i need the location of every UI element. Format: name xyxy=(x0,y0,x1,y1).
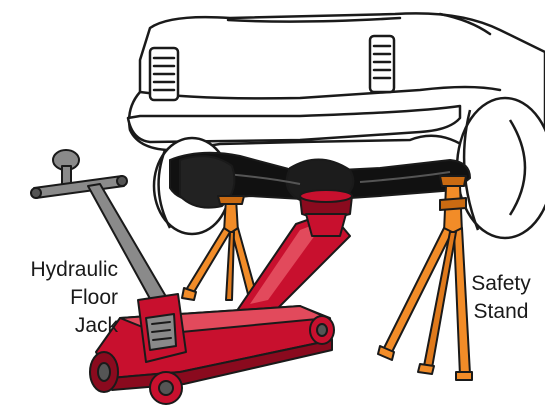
stand-right-foot-3 xyxy=(418,364,434,374)
tail-light-left-icon xyxy=(150,48,178,100)
safety-stand-right xyxy=(378,176,472,380)
jack-cylinder xyxy=(306,214,346,236)
tire-right xyxy=(457,98,545,238)
jack-saddle-top xyxy=(300,190,352,202)
label-stand-line-1: Safety xyxy=(462,270,540,298)
stand-right-collar xyxy=(440,198,466,210)
label-jack-line-3: Jack xyxy=(0,312,118,340)
jack-handle-crossbar xyxy=(34,176,124,198)
label-hydraulic-floor-jack: Hydraulic Floor Jack xyxy=(0,256,118,340)
label-jack-line-1: Hydraulic xyxy=(0,256,118,284)
stand-left-leg-1 xyxy=(186,228,230,292)
label-jack-line-2: Floor xyxy=(0,284,118,312)
stand-left-saddle xyxy=(218,196,244,204)
stand-right-saddle xyxy=(440,176,466,186)
jack-wheel-rear xyxy=(90,352,118,392)
label-safety-stand: Safety Stand xyxy=(462,270,540,326)
jack-wheel-front-right xyxy=(310,316,334,344)
tail-light-right-icon xyxy=(370,36,394,92)
stand-left-leg-3 xyxy=(226,232,234,300)
jack-wheel-front-left xyxy=(150,372,182,404)
label-stand-line-2: Stand xyxy=(462,298,540,326)
stand-right-foot-2 xyxy=(456,372,472,380)
